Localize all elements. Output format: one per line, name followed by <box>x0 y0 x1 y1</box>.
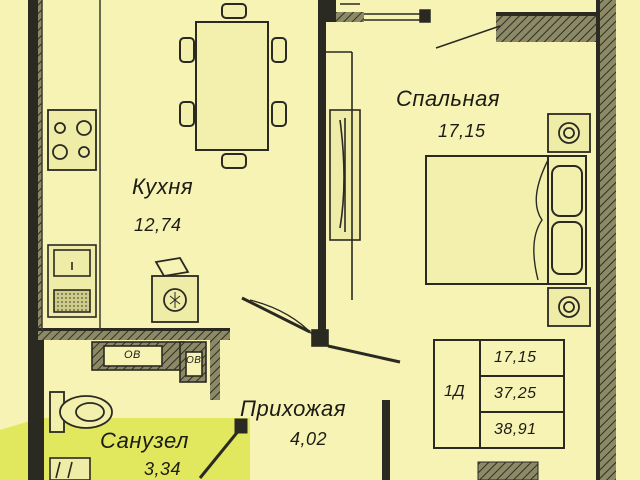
wardrobe <box>326 51 361 300</box>
kitchen-area: 12,74 <box>134 215 182 235</box>
bedroom-name: Спальная <box>396 86 501 111</box>
stove <box>47 109 97 171</box>
bathroom-area: 3,34 <box>144 459 182 479</box>
bedroom-window <box>340 3 431 23</box>
bedroom-area: 17,15 <box>438 121 486 141</box>
ventilation-shafts <box>91 341 207 383</box>
kitchen-sink <box>47 244 97 318</box>
ventilation-label-1: ОВ <box>124 349 141 361</box>
kitchen-lower-wall <box>38 330 230 340</box>
bathroom-fixture <box>49 457 91 480</box>
bedroom-door-leaf <box>435 25 501 49</box>
hallway-door <box>198 418 248 479</box>
walls <box>28 0 616 480</box>
right-outer-wall <box>598 0 616 480</box>
dining-table <box>179 3 287 169</box>
left-outer-wall <box>28 0 38 480</box>
total-area: 37,25 <box>494 385 537 402</box>
ventilation-label-2: ОВ <box>186 355 202 366</box>
hallway-area: 4,02 <box>290 429 328 449</box>
bed <box>425 155 587 285</box>
bathroom-name: Санузел <box>100 428 189 453</box>
kitchen-name: Кухня <box>132 174 194 199</box>
washing-machine <box>151 257 199 323</box>
bedroom-door <box>241 296 401 364</box>
nightstands <box>547 113 591 327</box>
total-area-with-balcony: 38,91 <box>494 421 537 438</box>
living-area: 17,15 <box>494 349 537 366</box>
hallway-name: Прихожая <box>240 396 347 421</box>
area-table <box>433 339 565 449</box>
toilet <box>49 391 113 433</box>
apartment-type: 1Д <box>444 383 466 400</box>
kitchen-bedroom-wall <box>318 0 326 330</box>
kitchen-counter <box>41 0 101 330</box>
